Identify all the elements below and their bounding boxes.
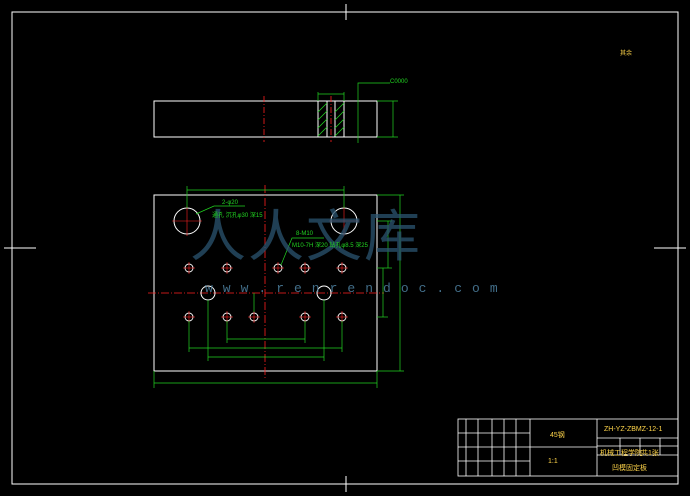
plate-centerlines (148, 185, 384, 378)
roughness-note: 其余 (620, 51, 633, 57)
hole-callout-2b: M10-7H 深20 钻孔φ8.5 深25 (292, 243, 368, 249)
small-hole-crosshairs (172, 206, 359, 323)
drawing-number: ZH-YZ-ZBMZ-12-1 (604, 426, 663, 433)
side-view-hatch (317, 102, 345, 137)
side-view-dimensions (317, 82, 398, 143)
side-label: C0000 (390, 79, 408, 85)
drawing-frame (4, 4, 686, 492)
plate-outline (153, 194, 378, 372)
school-name: 机械工程学院 (600, 450, 642, 457)
small-holes (184, 263, 347, 322)
hole-callout-1b: 通孔 沉孔φ30 深15 (212, 213, 263, 219)
title-block (457, 418, 679, 477)
hole-callout-1: 2-φ20 (222, 200, 238, 206)
side-view-centerlines (263, 96, 332, 142)
part-name: 凹模固定板 (612, 465, 647, 472)
hole-callout-2: 8-M10 (296, 231, 314, 237)
plate-dimensions (153, 186, 404, 388)
sheet-count: 共1张 (641, 450, 659, 457)
large-holes (173, 207, 358, 301)
scale: 1:1 (548, 458, 558, 465)
material: 45钢 (550, 432, 565, 439)
